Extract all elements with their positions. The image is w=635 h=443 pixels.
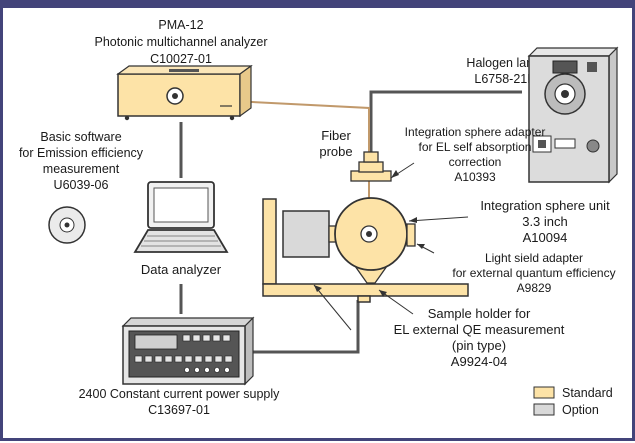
halogen-lamp-name: Halogen lamp — [466, 56, 543, 70]
sphere-unit-part: A10094 — [523, 230, 568, 245]
sample-holder-line1: Sample holder for — [428, 306, 531, 321]
powersupply-to-holder-cable — [243, 300, 360, 354]
sphere-adapter-line3: correction — [449, 155, 502, 169]
analyzer-device — [116, 64, 253, 121]
fiber-probe-line2: probe — [319, 144, 352, 159]
legend-option-swatch — [533, 403, 555, 416]
sphere-adapter-part: A10393 — [454, 170, 496, 184]
power-supply-device — [121, 316, 255, 386]
lamp-to-sphere-cable — [369, 90, 522, 163]
analyzer-name: Photonic multichannel analyzer — [94, 35, 267, 49]
light-shield-part: A9829 — [517, 281, 552, 295]
sphere-adapter-part — [350, 151, 392, 182]
sample-holder-line2: EL external QE measurement — [394, 322, 565, 337]
halogen-lamp-device — [527, 46, 619, 184]
halogen-lamp-part: L6758-21E — [474, 72, 535, 86]
software-part: U6039-06 — [54, 178, 109, 192]
sphere-adapter-line1: Integration sphere adapter — [405, 125, 546, 139]
power-supply-name: 2400 Constant current power supply — [79, 387, 281, 401]
fiber-probe-line1: Fiber — [321, 128, 351, 143]
sample-holder-frame — [262, 198, 469, 303]
system-diagram: PMA-12 Photonic multichannel analyzer C1… — [19, 18, 619, 417]
light-shield-line1: Light sield adapter — [485, 251, 583, 265]
software-line1: Basic software — [40, 130, 121, 144]
cd-disc-icon — [48, 206, 86, 244]
sphere-unit-size: 3.3 inch — [522, 214, 568, 229]
legend-standard-swatch — [533, 386, 555, 399]
analyzer-part: C10027-01 — [150, 52, 212, 66]
callout-arrowheads — [314, 170, 425, 297]
data-analyzer-label: Data analyzer — [141, 262, 222, 277]
legend-option-label: Option — [562, 403, 599, 417]
sample-holder-part: A9924-04 — [451, 354, 507, 369]
laptop-icon — [133, 181, 229, 253]
software-line2: for Emission efficiency — [19, 146, 144, 160]
light-shield-adapter-part — [406, 223, 416, 247]
analyzer-model: PMA-12 — [158, 18, 203, 32]
light-shield-line2: for external quantum efficiency — [452, 266, 615, 280]
external-light-source-box — [282, 210, 330, 258]
legend: Standard Option — [533, 386, 613, 417]
sphere-unit-name: Integration sphere unit — [480, 198, 610, 213]
diagram-panel: PMA-12 Photonic multichannel analyzer C1… — [3, 8, 632, 438]
sphere-adapter-line2: for EL self absorption — [419, 140, 532, 154]
connection-lines — [179, 90, 522, 354]
software-line3: measurement — [43, 162, 120, 176]
power-supply-part: C13697-01 — [148, 403, 210, 417]
legend-standard-label: Standard — [562, 386, 613, 400]
sample-holder-line3: (pin type) — [452, 338, 506, 353]
